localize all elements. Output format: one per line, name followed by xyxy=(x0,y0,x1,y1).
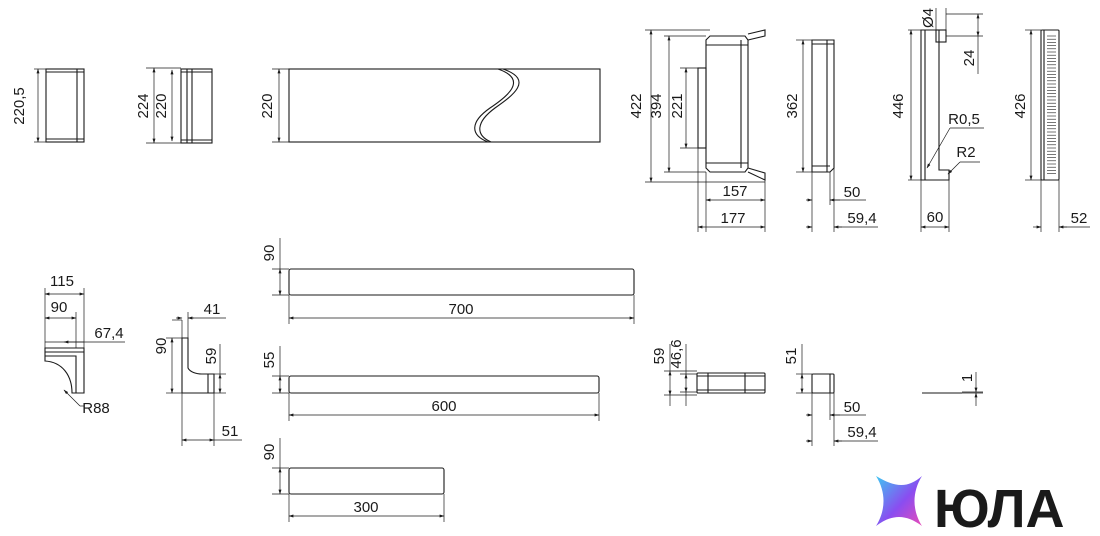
part-long-panel: 220 xyxy=(259,68,601,143)
dim-label: 59,4 xyxy=(847,424,876,441)
part-side-profile: 362 50 59,4 xyxy=(784,39,878,232)
part-cover-side: 422 394 221 157 177 xyxy=(628,29,766,232)
dim-label: 90 xyxy=(153,338,170,355)
part-connector: 59 46,6 xyxy=(651,339,766,406)
part-grille-profile: 426 52 xyxy=(1012,29,1090,232)
dim-label: 51 xyxy=(783,348,800,365)
brand-name: ЮЛА xyxy=(934,479,1065,536)
dim-label: 220 xyxy=(153,93,170,118)
part-bar-700: 90 700 xyxy=(261,238,635,324)
logo-mark xyxy=(876,476,922,526)
part-adapter: 41 90 59 51 xyxy=(153,301,242,446)
dim-label: 67,4 xyxy=(94,325,123,342)
part-bracket-profile: 446 Ø4 24 R0,5 R2 60 xyxy=(890,8,984,232)
dim-label: 59,4 xyxy=(847,210,876,227)
dim-label: 90 xyxy=(261,245,278,262)
dim-label: 224 xyxy=(135,93,152,118)
dim-label: 41 xyxy=(204,301,221,318)
dim-label: 177 xyxy=(720,210,745,227)
dim-label: 220,5 xyxy=(11,87,28,125)
part-end-block: 220,5 xyxy=(11,68,85,143)
dim-label: 55 xyxy=(261,352,278,369)
dim-label: R2 xyxy=(956,144,975,161)
dim-label: 700 xyxy=(448,301,473,318)
dim-label: 24 xyxy=(961,50,978,67)
part-bar-300: 90 300 xyxy=(261,438,445,522)
dim-label: 52 xyxy=(1071,210,1088,227)
dim-label: 157 xyxy=(722,183,747,200)
dim-label: 60 xyxy=(927,209,944,226)
dim-label: 59 xyxy=(651,348,668,365)
dim-label: 115 xyxy=(50,273,74,290)
dim-label: 51 xyxy=(222,423,239,440)
dim-label: 46,6 xyxy=(668,339,685,368)
dim-label: 422 xyxy=(628,93,645,118)
dim-label: 446 xyxy=(890,93,907,118)
part-end-block-wide: 224 220 xyxy=(135,67,213,144)
dim-label: 300 xyxy=(353,499,378,516)
dim-label: 362 xyxy=(784,93,801,118)
part-bar-600: 55 600 xyxy=(261,346,600,421)
dim-label: 394 xyxy=(648,93,665,118)
dim-label: 221 xyxy=(669,93,686,118)
part-end-cap: 51 50 59,4 xyxy=(783,344,878,446)
dim-label: 90 xyxy=(51,299,68,316)
dim-label: R0,5 xyxy=(948,111,980,128)
part-elbow: 115 90 67,4 R88 xyxy=(44,273,125,417)
dim-label: 220 xyxy=(259,93,276,118)
dim-label: Ø4 xyxy=(920,8,937,28)
dim-label: 90 xyxy=(261,444,278,461)
brand-logo: ЮЛА xyxy=(876,476,1065,536)
dim-label: 50 xyxy=(844,184,861,201)
dim-label: R88 xyxy=(82,400,110,417)
dim-label: 59 xyxy=(203,348,220,365)
grille-slots xyxy=(1047,35,1056,174)
part-seal-strip: 1 xyxy=(922,372,983,406)
dim-label: 50 xyxy=(844,399,861,416)
dim-label: 600 xyxy=(431,398,456,415)
dim-label: 1 xyxy=(959,374,976,382)
dim-label: 426 xyxy=(1012,93,1029,118)
